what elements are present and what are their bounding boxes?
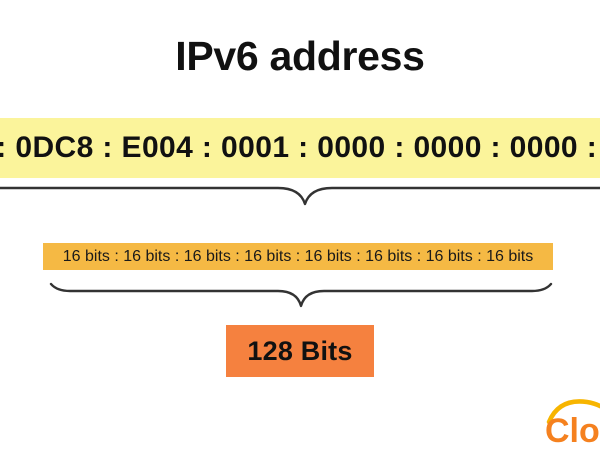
ipv6-address-text: 2001 : 0DC8 : E004 : 0001 : 0000 : 0000 … xyxy=(0,131,600,164)
watermark-logo: Clo xyxy=(543,396,600,450)
ipv6-address-band: 2001 : 0DC8 : E004 : 0001 : 0000 : 0000 … xyxy=(0,118,600,178)
address-to-groups-brace xyxy=(0,186,600,206)
bit-groups-label: 16 bits : 16 bits : 16 bits : 16 bits : … xyxy=(62,247,534,265)
total-bits-box: 128 Bits xyxy=(226,325,374,377)
cloud-logo-icon: Clo xyxy=(545,399,600,450)
groups-to-total-brace xyxy=(49,282,553,308)
watermark-text: Clo xyxy=(545,412,600,450)
total-bits-label: 128 Bits xyxy=(247,335,353,366)
page-title: IPv6 address xyxy=(175,33,425,79)
bit-groups-band: 16 bits : 16 bits : 16 bits : 16 bits : … xyxy=(43,243,553,270)
